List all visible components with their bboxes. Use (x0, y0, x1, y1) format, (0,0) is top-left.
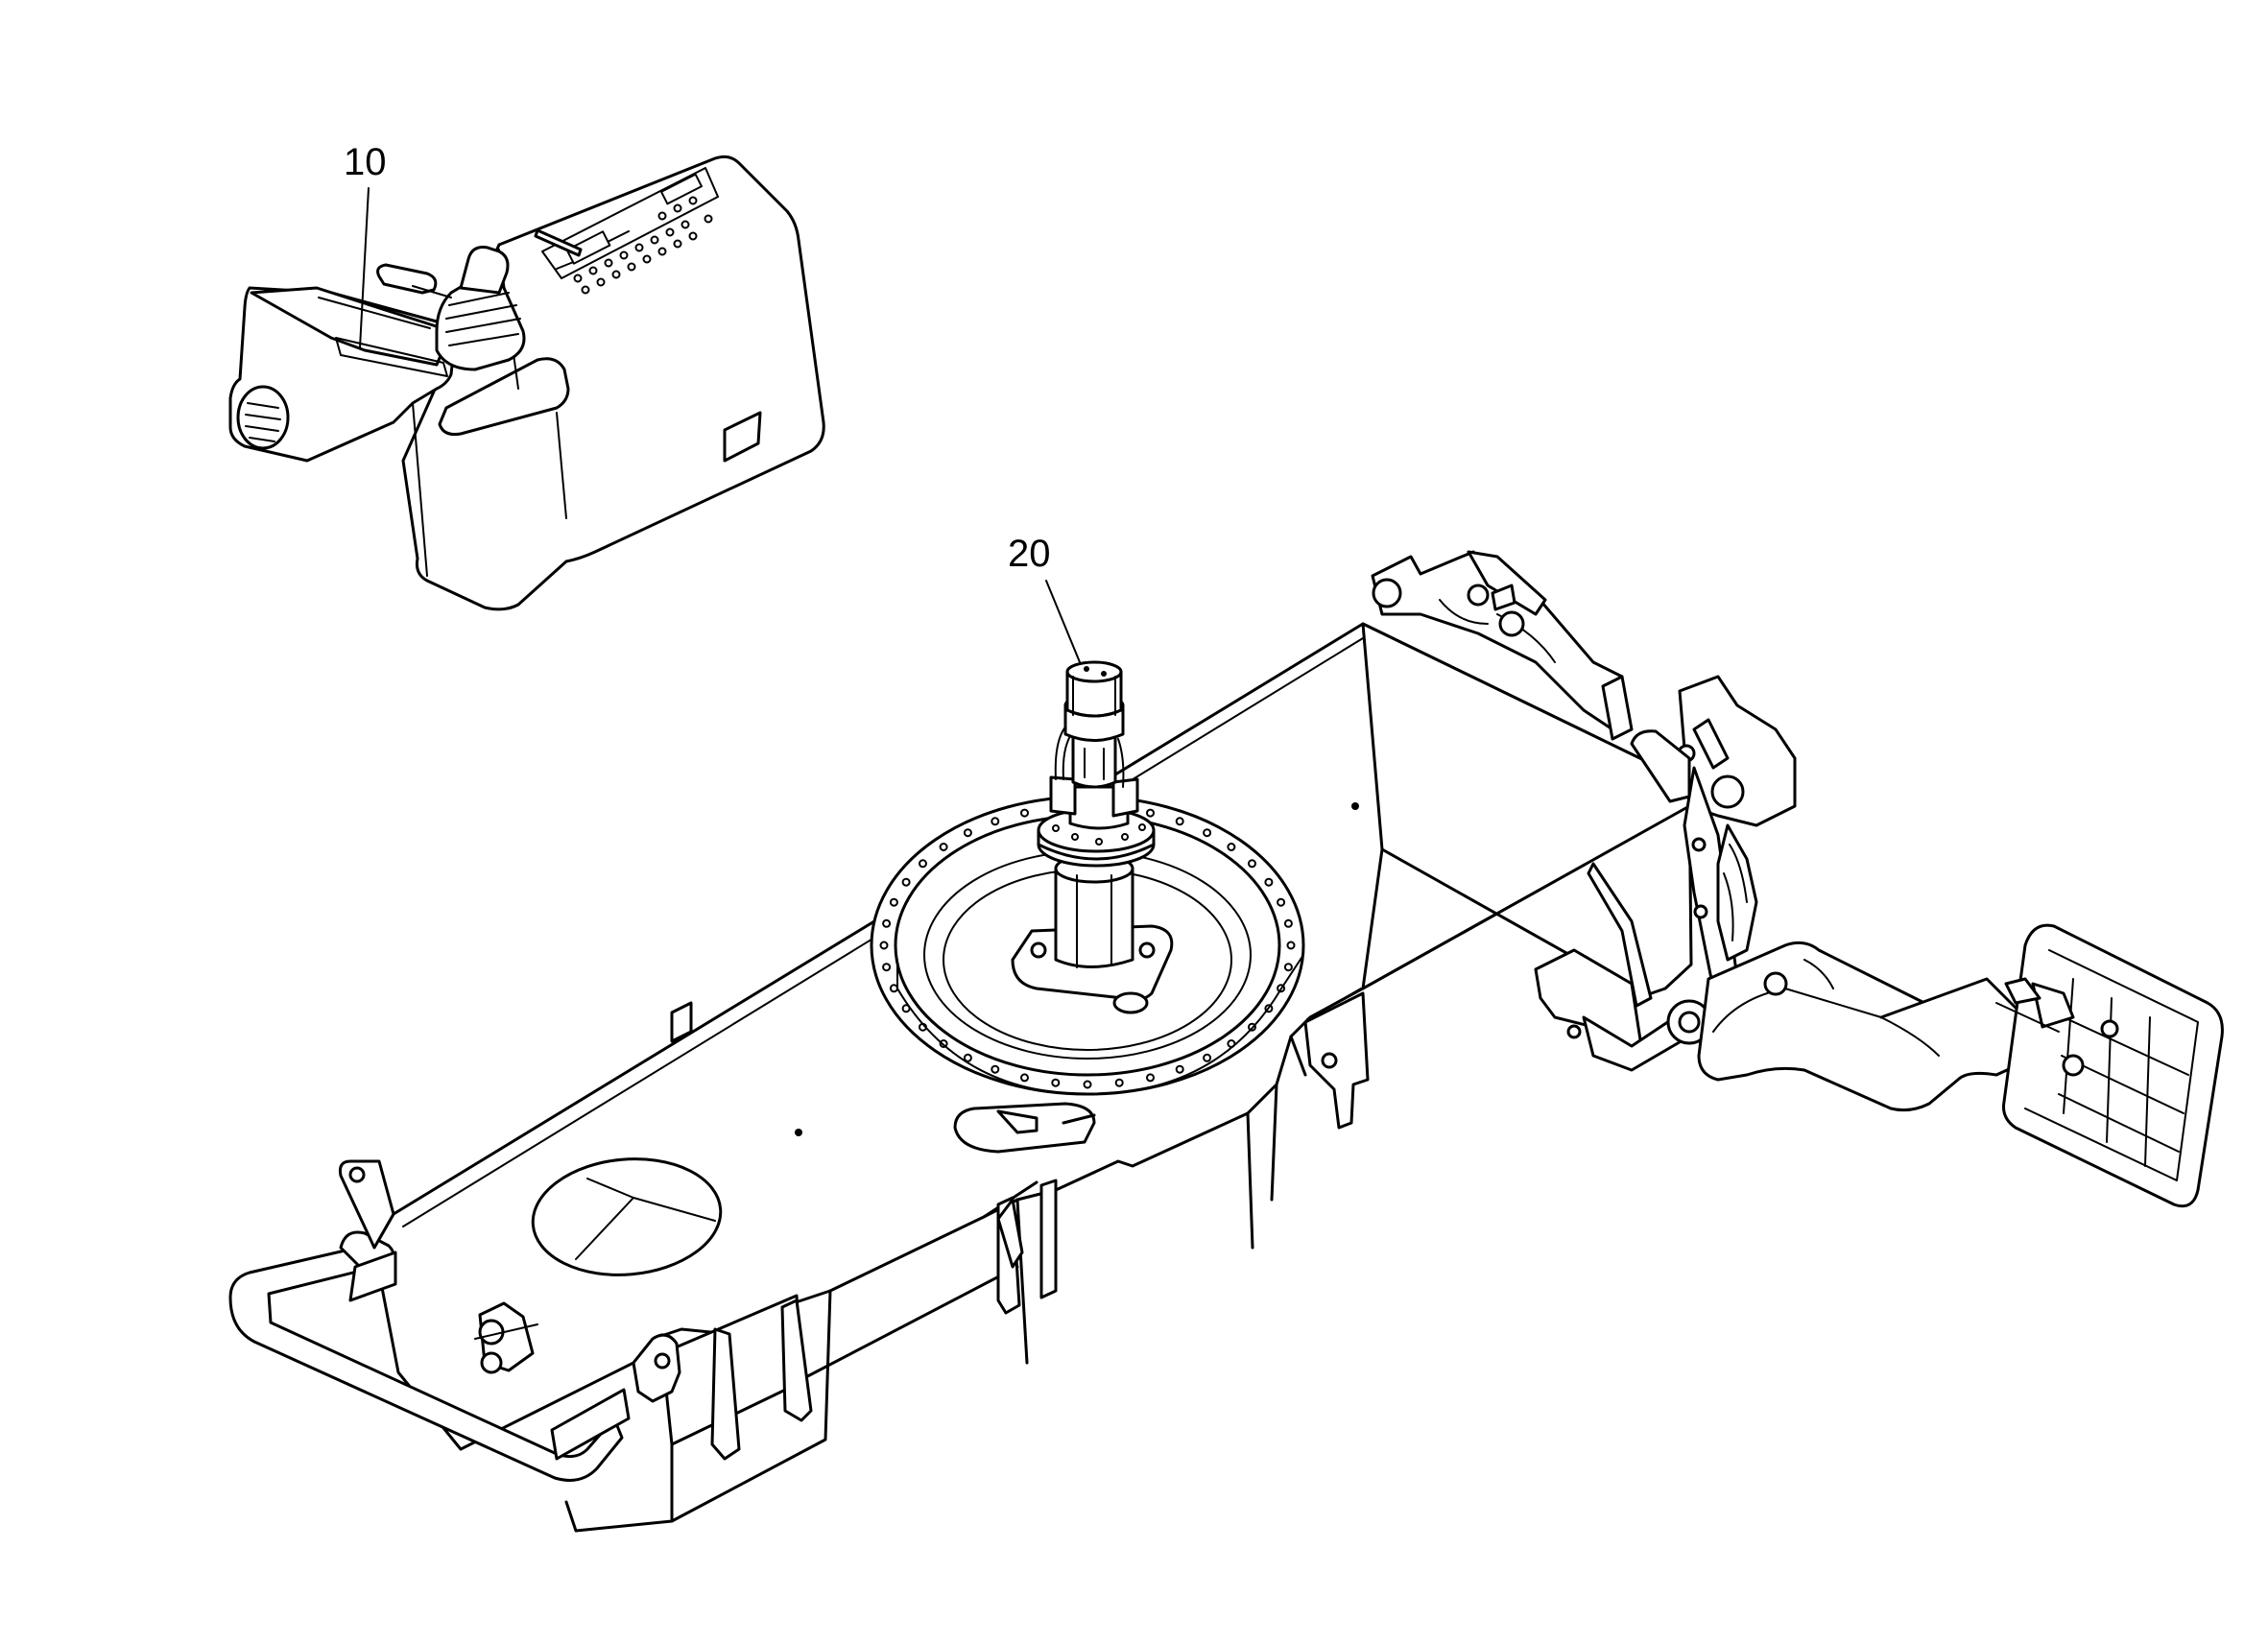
bolt-hole (939, 1039, 948, 1048)
bolt-hole (991, 817, 1000, 826)
bolt-hole (1083, 1080, 1092, 1089)
bolt-hole (939, 843, 948, 851)
bolt-hole (1248, 859, 1256, 869)
front-bumper (228, 1159, 681, 1482)
bolt-hole (963, 828, 972, 838)
bolt-hole (991, 1064, 1000, 1074)
bolt-hole (1227, 1039, 1236, 1048)
bolt-hole (1114, 1078, 1124, 1087)
bolt-hole (1248, 1022, 1256, 1032)
bolt-hole (1020, 1073, 1029, 1083)
bolt-hole (1277, 897, 1286, 907)
bolt-hole (1264, 1004, 1274, 1013)
callout-10: 10 (344, 141, 387, 348)
bolt-hole (1203, 1053, 1212, 1062)
bolt-hole (1227, 843, 1236, 851)
bolt-hole (1175, 1064, 1184, 1074)
bolt-hole (1277, 984, 1286, 993)
joystick (376, 246, 526, 371)
bolt-hole (1146, 1073, 1155, 1083)
bolt-hole (1203, 828, 1212, 838)
bolt-hole (879, 941, 889, 950)
bolt-hole (1051, 1078, 1061, 1087)
bolt-hole (919, 859, 927, 869)
frame-brackets (670, 991, 1370, 1461)
bolt-hole (889, 984, 898, 993)
bolt-hole (1175, 817, 1184, 826)
bolt-hole (1283, 918, 1293, 928)
rotary-joint (1011, 660, 1174, 1014)
callout-10-label: 10 (344, 141, 387, 183)
frame-opening (531, 1157, 723, 1276)
bolt-hole (889, 897, 898, 907)
bolt-hole (1264, 877, 1274, 887)
bolt-hole (1283, 963, 1293, 972)
bolt-hole (1286, 941, 1296, 950)
bolt-hole (1146, 808, 1155, 818)
bolt-hole (901, 877, 911, 887)
bolt-hole (882, 918, 892, 928)
callout-20-label: 20 (1008, 533, 1051, 575)
bolt-hole (963, 1053, 972, 1062)
control-console (228, 155, 825, 611)
bolt-hole (919, 1022, 927, 1032)
bolt-hole (882, 963, 892, 972)
bolt-hole (1020, 808, 1029, 818)
bolt-hole (901, 1004, 911, 1013)
rear-hinge-assembly (1371, 550, 2224, 1208)
keypad-buttons (573, 196, 713, 295)
callout-20: 20 (1008, 533, 1081, 663)
